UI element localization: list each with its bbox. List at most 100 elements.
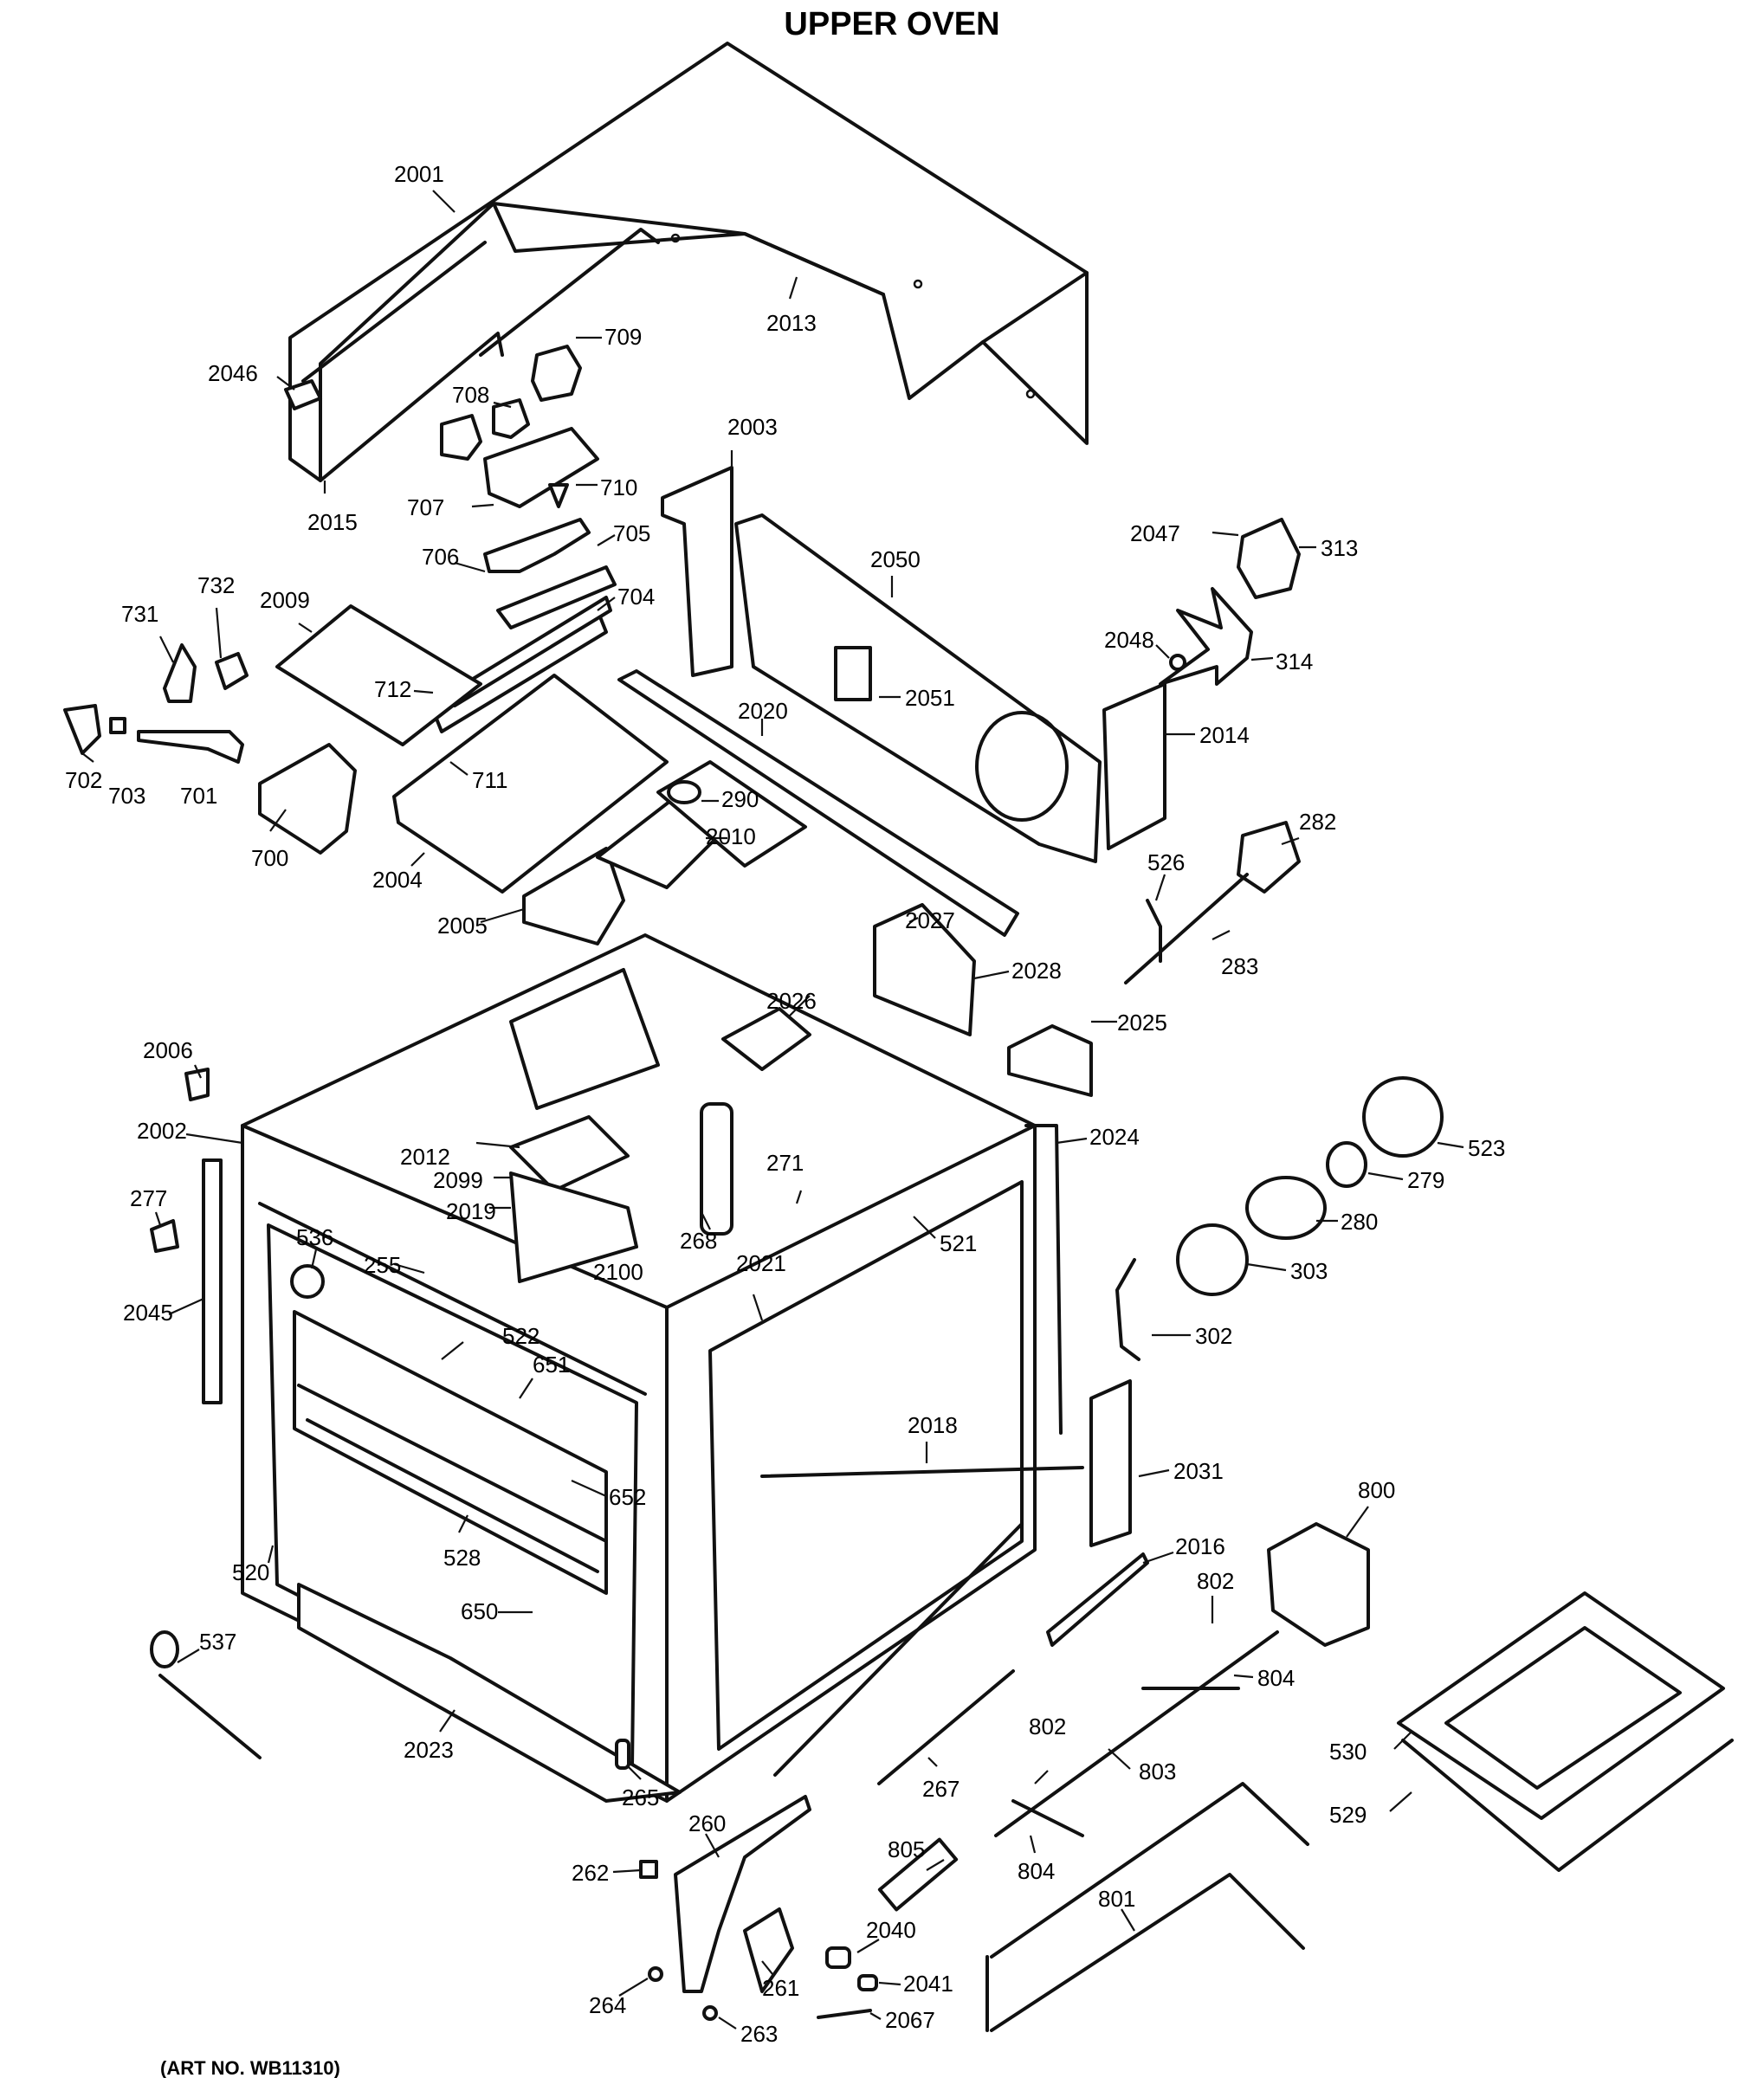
label-271: 271 [766, 1150, 804, 1176]
label-279: 279 [1407, 1167, 1444, 1193]
label-262: 262 [572, 1860, 609, 1886]
label-651: 651 [533, 1352, 570, 1378]
label-802b: 802 [1029, 1713, 1066, 1739]
label-283: 283 [1221, 953, 1258, 979]
label-2048: 2048 [1104, 627, 1154, 653]
label-303: 303 [1290, 1258, 1328, 1284]
label-313: 313 [1321, 535, 1358, 561]
label-711: 711 [472, 767, 507, 793]
label-2013: 2013 [766, 310, 817, 336]
label-652: 652 [609, 1484, 646, 1510]
label-280: 280 [1341, 1209, 1378, 1235]
label-536: 536 [296, 1224, 333, 1250]
label-2100: 2100 [593, 1259, 643, 1285]
label-708: 708 [452, 382, 489, 408]
label-2046: 2046 [208, 360, 258, 386]
label-712: 712 [374, 676, 411, 702]
label-523: 523 [1468, 1135, 1505, 1161]
label-2012: 2012 [400, 1144, 450, 1170]
label-2025: 2025 [1117, 1010, 1167, 1036]
label-255: 255 [364, 1252, 401, 1278]
label-801: 801 [1098, 1886, 1135, 1912]
label-2018: 2018 [908, 1412, 958, 1438]
label-2014: 2014 [1199, 722, 1250, 748]
igniter-parts [1124, 821, 1301, 984]
label-314: 314 [1276, 649, 1313, 674]
label-706: 706 [422, 544, 459, 570]
label-265: 265 [622, 1784, 659, 1810]
label-650: 650 [461, 1598, 498, 1624]
control-brackets [431, 518, 617, 733]
label-2010: 2010 [706, 823, 756, 849]
label-260: 260 [688, 1810, 726, 1836]
label-267: 267 [922, 1776, 960, 1802]
label-264: 264 [589, 1992, 626, 2018]
gasket-2014 [1102, 682, 1166, 850]
label-302: 302 [1195, 1323, 1232, 1349]
art-number: (ART NO. WB11310) [160, 2057, 340, 2078]
label-2016: 2016 [1175, 1533, 1225, 1559]
label-2004: 2004 [372, 867, 423, 893]
label-702: 702 [65, 767, 102, 793]
label-2020: 2020 [738, 698, 788, 724]
fan-motor-parts [1159, 518, 1301, 686]
label-529: 529 [1329, 1802, 1367, 1828]
part-labels: 2001 2013 709 2046 708 2015 707 710 2003… [65, 161, 1505, 2047]
label-800: 800 [1358, 1477, 1395, 1503]
burner-assembly [877, 1522, 1370, 2032]
light-parts [1115, 1076, 1444, 1361]
label-802a: 802 [1197, 1568, 1234, 1594]
label-530: 530 [1329, 1739, 1367, 1765]
label-2006: 2006 [143, 1037, 193, 1063]
label-704: 704 [617, 584, 655, 610]
label-731: 731 [121, 601, 158, 627]
label-268: 268 [680, 1228, 717, 1254]
label-2005: 2005 [437, 913, 488, 939]
hardware-parts [615, 1739, 878, 2019]
label-2047: 2047 [1130, 520, 1180, 546]
top-cover-part [288, 42, 1089, 482]
label-709: 709 [604, 324, 642, 350]
label-700: 700 [251, 845, 288, 871]
label-805: 805 [888, 1836, 925, 1862]
label-2040: 2040 [866, 1917, 916, 1943]
broiler-pan [1397, 1591, 1734, 1872]
label-2051: 2051 [905, 685, 955, 711]
back-panel-2050 [734, 513, 1102, 863]
label-804a: 804 [1257, 1665, 1295, 1691]
label-803: 803 [1139, 1759, 1176, 1784]
label-707: 707 [407, 494, 444, 520]
label-2099: 2099 [433, 1167, 483, 1193]
label-732: 732 [197, 572, 235, 598]
back-panel-2003 [661, 466, 733, 677]
oven-cabinet [202, 933, 1132, 1803]
knob-parts [63, 704, 357, 855]
diagram-title: UPPER OVEN [784, 6, 999, 42]
label-2067: 2067 [885, 2007, 935, 2033]
label-537: 537 [199, 1629, 236, 1655]
bracket-731-732 [163, 643, 249, 703]
label-2027: 2027 [905, 907, 955, 933]
label-521: 521 [940, 1230, 977, 1256]
label-263: 263 [740, 2021, 778, 2047]
label-701: 701 [180, 783, 217, 809]
label-2015: 2015 [307, 509, 358, 535]
label-261: 261 [762, 1975, 799, 2001]
panel-2009 [275, 604, 482, 746]
label-2028: 2028 [1011, 958, 1062, 984]
shield-parts [721, 903, 1093, 1097]
label-2001: 2001 [394, 161, 444, 187]
inner-top-parts [392, 674, 807, 945]
label-705: 705 [613, 520, 650, 546]
label-520: 520 [232, 1559, 269, 1585]
label-2023: 2023 [404, 1737, 454, 1763]
label-2026: 2026 [766, 988, 817, 1014]
left-side-parts [150, 1068, 325, 1759]
label-710: 710 [600, 474, 637, 500]
label-2019: 2019 [446, 1198, 496, 1224]
label-2050: 2050 [870, 546, 921, 572]
label-522: 522 [502, 1323, 540, 1349]
rail-2020 [617, 669, 1019, 937]
hinge-parts [639, 1795, 811, 2021]
